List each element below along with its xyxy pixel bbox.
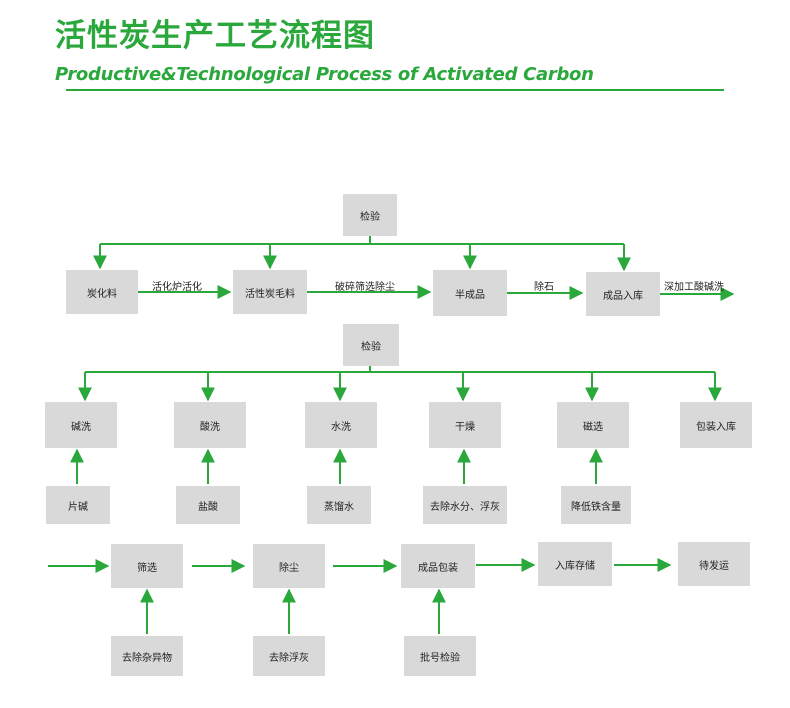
node-warehouse-storage: 入库存储 (538, 542, 612, 586)
node-alkali-wash: 碱洗 (45, 402, 117, 448)
node-input-remove-impurities: 去除杂异物 (111, 636, 183, 676)
node-carbonized-material: 炭化料 (66, 270, 138, 314)
node-screening: 筛选 (111, 544, 183, 588)
node-inspection-2: 检验 (343, 324, 399, 366)
node-input-distilled-water: 蒸馏水 (307, 486, 371, 524)
label-deep-processing: 深加工酸碱洗 (664, 282, 724, 293)
node-awaiting-shipment: 待发运 (678, 542, 750, 586)
node-finished-storage: 成品入库 (586, 272, 660, 316)
node-dust-removal: 除尘 (253, 544, 325, 588)
label-activation: 活化炉活化 (152, 282, 202, 293)
node-input-hydrochloric-acid: 盐酸 (176, 486, 240, 524)
node-input-reduce-iron: 降低铁含量 (561, 486, 631, 524)
title-divider (66, 89, 724, 91)
node-semi-finished: 半成品 (433, 270, 507, 316)
node-water-wash: 水洗 (305, 402, 377, 448)
node-product-packaging: 成品包装 (401, 544, 475, 588)
node-input-flake-alkali: 片碱 (46, 486, 110, 524)
node-magnetic-separation: 磁选 (557, 402, 629, 448)
node-inspection-1: 检验 (343, 194, 397, 236)
node-packing-storage: 包装入库 (680, 402, 752, 448)
page-subtitle: Productive&Technological Process of Acti… (55, 64, 594, 85)
node-drying: 干燥 (429, 402, 501, 448)
node-acid-wash: 酸洗 (174, 402, 246, 448)
node-input-remove-moisture: 去除水分、浮灰 (423, 486, 507, 524)
label-crush-screen: 破碎筛选除尘 (335, 282, 395, 293)
node-input-remove-dust: 去除浮灰 (253, 636, 325, 676)
node-activated-raw: 活性炭毛料 (233, 270, 307, 314)
label-destone: 除石 (534, 282, 554, 293)
page-title: 活性炭生产工艺流程图 (55, 18, 375, 54)
node-input-batch-inspection: 批号检验 (404, 636, 476, 676)
